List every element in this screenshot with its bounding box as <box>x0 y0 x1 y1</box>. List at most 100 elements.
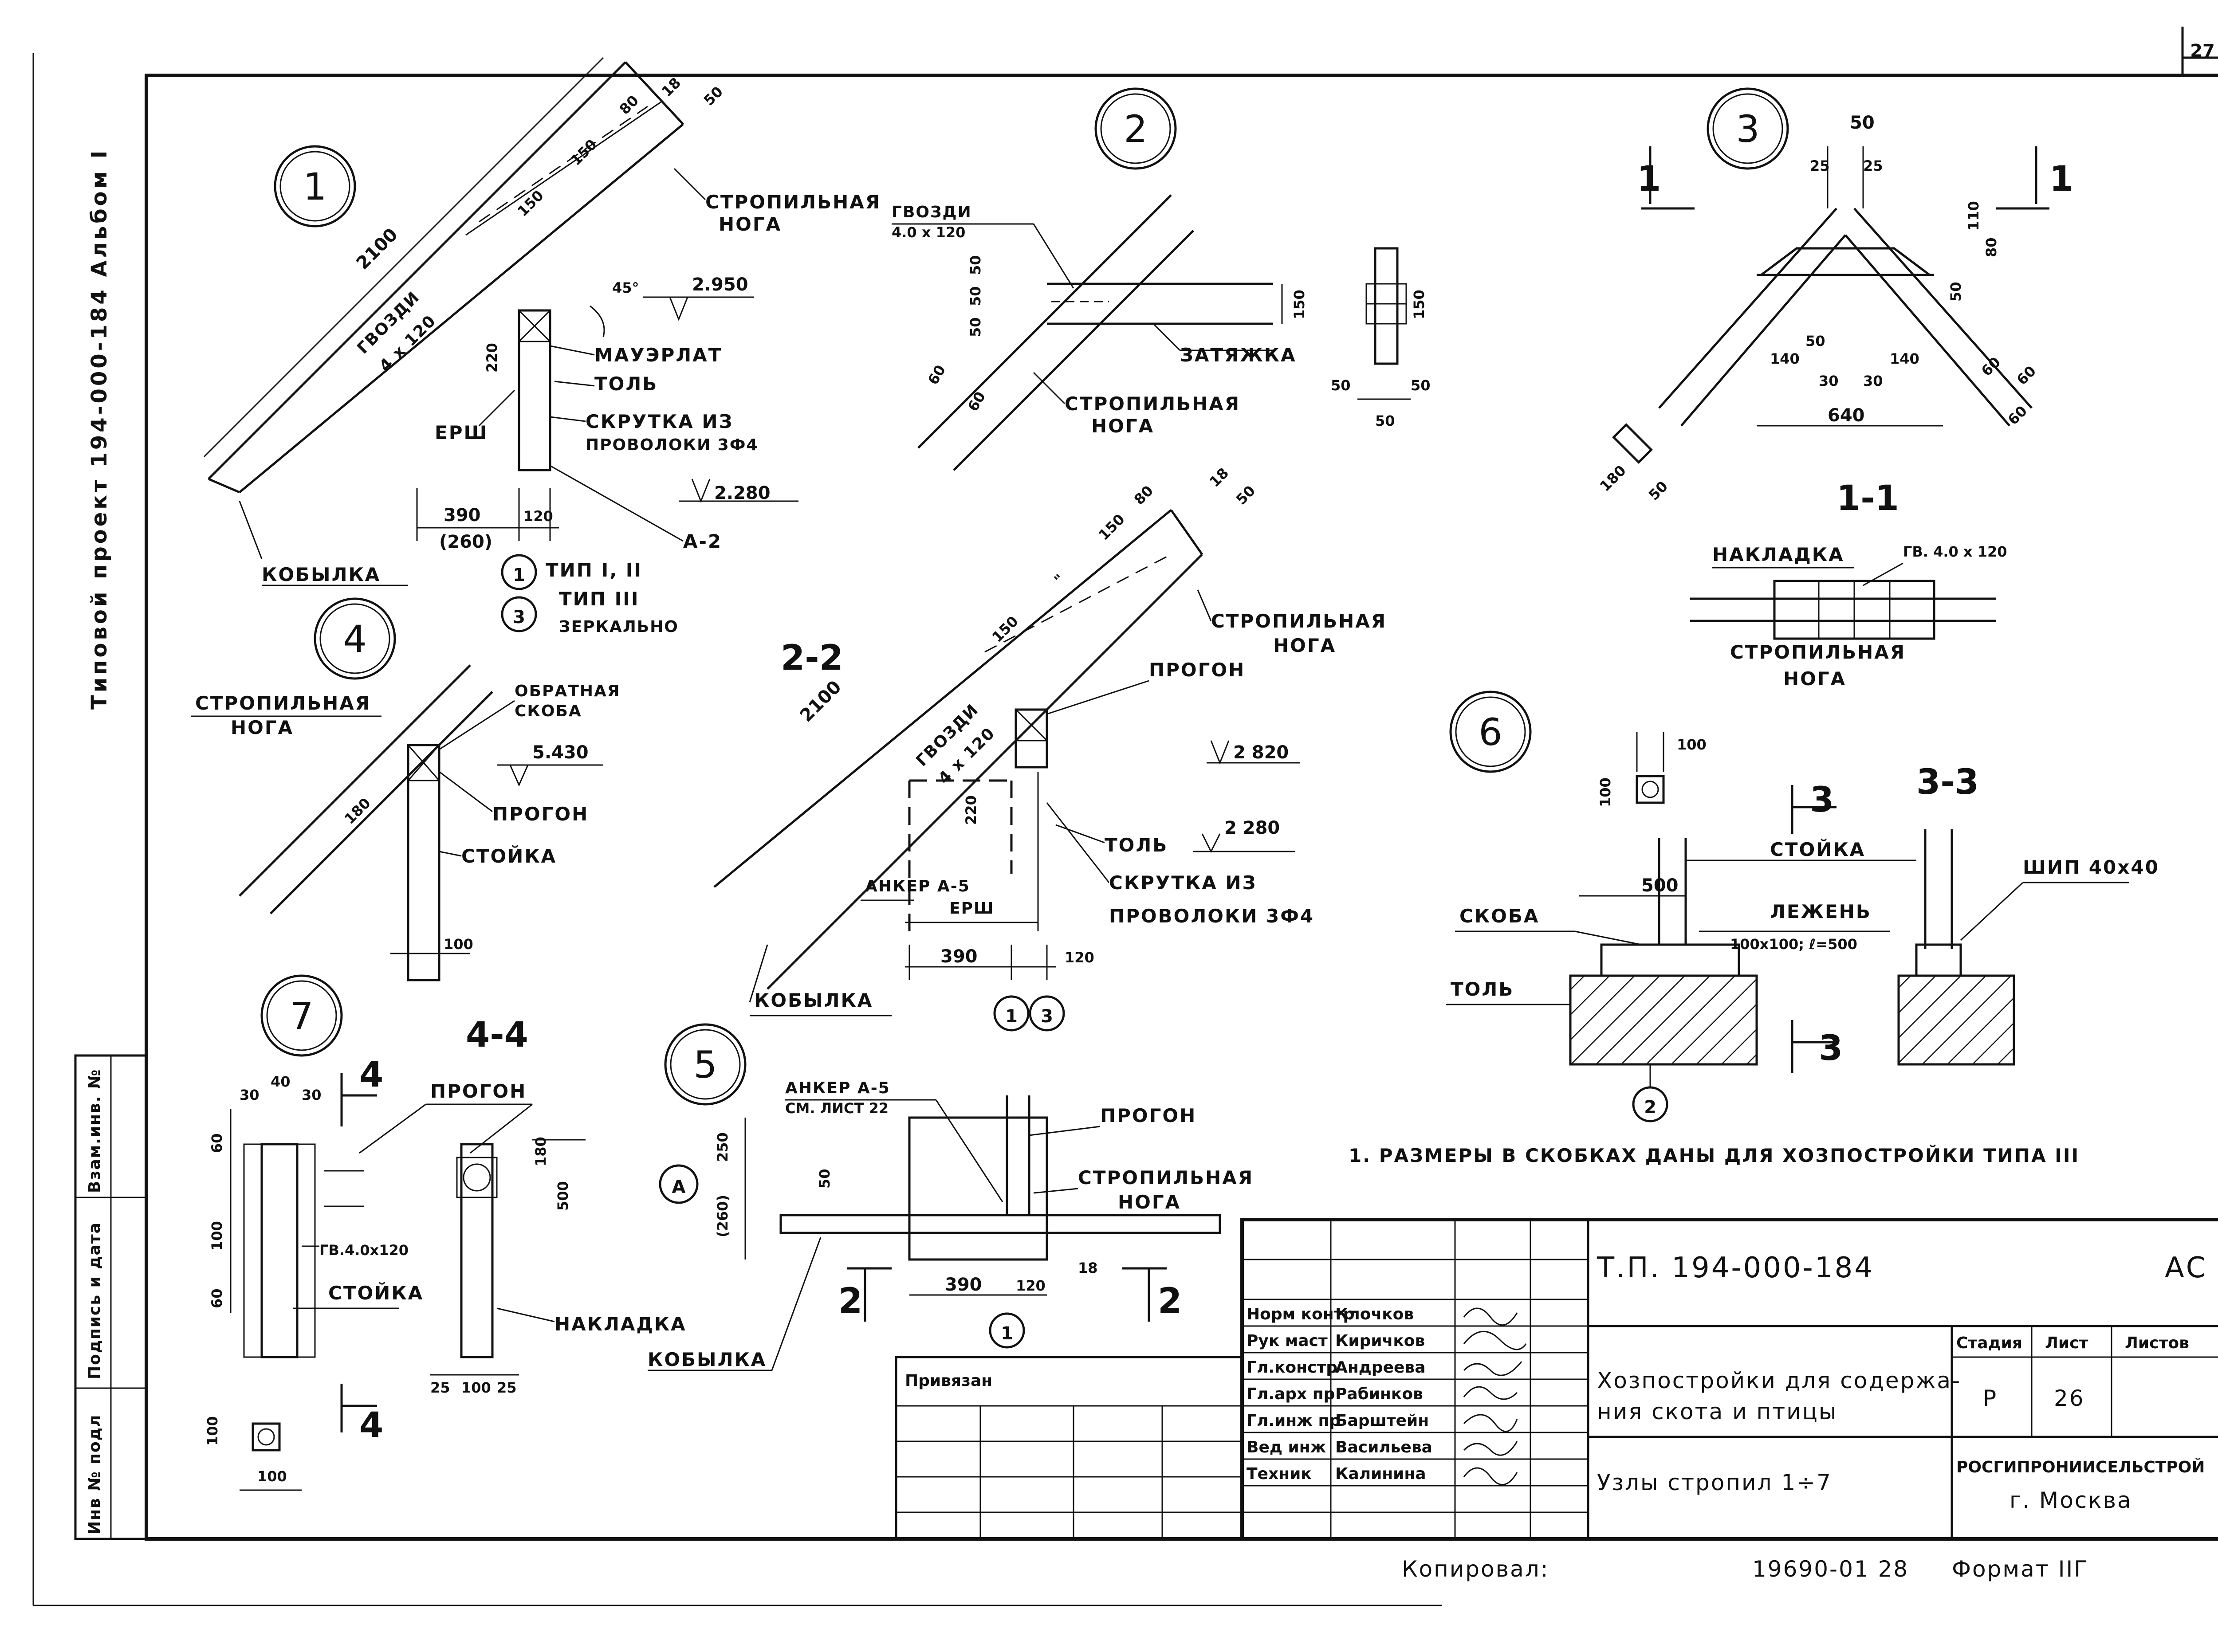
n5-ref-1: 1 <box>1001 1323 1013 1344</box>
n1-zerkalno: ЗЕРКАЛЬНО <box>559 618 679 636</box>
tb-project-l1: Хозпостройки для содержа- <box>1597 1368 1961 1393</box>
n6-tol: ТОЛЬ <box>1451 978 1514 1000</box>
tb-role-2: Гл.констр <box>1247 1358 1337 1377</box>
s22-dim-50: 50 <box>1233 482 1258 508</box>
node-4: 4 СТРОПИЛЬНАЯ НОГА ОБРАТНАЯ СКОБА 5.430 … <box>191 597 621 981</box>
tb-name-4: Барштейн <box>1335 1412 1429 1430</box>
n1-tol: ТОЛЬ <box>594 373 658 395</box>
s22-dim-80: 80 <box>1131 482 1156 508</box>
node-4-number: 4 <box>343 617 366 661</box>
s22-dim-150b: 150 <box>1095 511 1128 544</box>
s22-dim-390: 390 <box>940 946 978 967</box>
n3-dim-25a: 25 <box>1810 157 1830 174</box>
sec11-gv: ГВ. 4.0 x 120 <box>1903 543 2007 560</box>
tb-project-l2: ния скота и птицы <box>1597 1399 1837 1424</box>
n1-dim-220: 220 <box>484 343 500 373</box>
s22-dim-120: 120 <box>1065 949 1094 966</box>
n1-dim-150a: 150 <box>514 187 547 220</box>
n2-sec-50c: 50 <box>1375 412 1395 429</box>
n7-dim-25a: 25 <box>430 1379 450 1396</box>
n5-dim-260: (260) <box>714 1195 731 1237</box>
s22-skrutka: СКРУТКА ИЗ <box>1109 872 1257 894</box>
n1-dim-80: 80 <box>616 92 642 118</box>
n5-cut-2a: 2 <box>838 1281 862 1321</box>
tb-privyazan: Привязан <box>905 1372 992 1390</box>
s22-anker: АНКЕР А-5 <box>865 877 970 895</box>
stamp-inv: Инв № подл <box>86 1414 104 1534</box>
node-5-number: 5 <box>693 1043 717 1087</box>
n6-ref-2: 2 <box>1644 1097 1656 1118</box>
n7-dim-180: 180 <box>532 1137 549 1166</box>
tb-role-0: Норм контр <box>1247 1305 1354 1323</box>
node-1-number: 1 <box>303 165 326 208</box>
n7-dim-60a: 60 <box>208 1133 225 1153</box>
n2-dim-50c: 50 <box>967 317 984 337</box>
n7-cut-4b: 4 <box>359 1405 383 1445</box>
n4-stoyka: СТОЙКА <box>461 845 557 867</box>
n1-ref-1: 1 <box>513 565 525 585</box>
n1-skrutka: СКРУТКА ИЗ <box>586 411 733 432</box>
n1-dim-18: 18 <box>658 74 684 100</box>
tb-role-3: Гл.арх пр <box>1247 1385 1335 1403</box>
n1-dim-390: 390 <box>444 505 481 526</box>
n7-progon: ПРОГОН <box>430 1080 527 1102</box>
node-1: 1 2100 150 150 80 18 50 ГВОЗДИ 4 x 120 2… <box>203 57 880 636</box>
node-7: 7 4-4 4 4 30 40 30 60 100 60 ГВ.4.0x120 … <box>204 974 685 1491</box>
n1-dim-50: 50 <box>700 83 726 109</box>
n4-dim-100: 100 <box>444 936 473 953</box>
n1-noga: НОГА <box>719 213 782 235</box>
tb-org-l2: г. Москва <box>2010 1487 2132 1513</box>
n5-dim-50: 50 <box>816 1169 833 1189</box>
s22-tol: ТОЛЬ <box>1105 834 1168 856</box>
sec11-stropilnaya: СТРОПИЛЬНАЯ <box>1730 641 1906 663</box>
n6-dim-500: 500 <box>1641 875 1679 896</box>
stamp-vzam: Взам.инв. № <box>86 1069 104 1193</box>
s22-noga: НОГА <box>1273 635 1336 656</box>
node-6-number: 6 <box>1479 710 1502 754</box>
n1-kobylka: КОБЫЛКА <box>262 564 381 585</box>
n5-stropilnaya: СТРОПИЛЬНАЯ <box>1078 1167 1254 1189</box>
n3-dim-25b: 25 <box>1863 157 1883 174</box>
n6-ship: ШИП 40x40 <box>2023 856 2159 878</box>
node-3: 3 1 1 50 25 25 110 80 50 50 140 140 30 3… <box>1597 87 2073 504</box>
n4-stropilnaya: СТРОПИЛЬНАЯ <box>195 692 371 714</box>
n2-dim-60b: 60 <box>964 388 989 414</box>
n2-dim-50a: 50 <box>967 255 984 275</box>
n2-sec-50a: 50 <box>1331 377 1351 394</box>
n7-gv: ГВ.4.0x120 <box>319 1242 409 1259</box>
n5-anker-sm: СМ. ЛИСТ 22 <box>785 1100 889 1117</box>
node-2-number: 2 <box>1124 107 1147 151</box>
n6-dim-100a: 100 <box>1677 736 1707 753</box>
n4-obratnaya: ОБРАТНАЯ <box>515 682 621 700</box>
n4-skoba: СКОБА <box>515 702 582 720</box>
n7-stoyka: СТОЙКА <box>328 1282 424 1304</box>
n5-noga: НОГА <box>1118 1191 1181 1213</box>
n1-dim-45: 45° <box>612 279 639 296</box>
n3-dim-140b: 140 <box>1890 350 1919 367</box>
sec-2-2-title: 2-2 <box>781 638 843 678</box>
sec11-noga: НОГА <box>1783 668 1846 690</box>
n5-dim-q: 18 <box>1078 1260 1098 1276</box>
n6-cut-3b: 3 <box>1819 1028 1843 1068</box>
node-7-number: 7 <box>290 994 313 1038</box>
n7-dim-100d: 100 <box>257 1468 287 1485</box>
n7-dim-500: 500 <box>554 1181 571 1211</box>
n1-ref-3: 3 <box>513 607 525 628</box>
node-2: 2 ГВОЗДИ 4.0 x 120 50 50 50 150 ЗАТЯЖКА … <box>892 87 1431 471</box>
n2-dim-60a: 60 <box>924 362 949 388</box>
n1-tip12: ТИП I, II <box>546 559 642 581</box>
node-3-number: 3 <box>1736 107 1759 151</box>
n6-lezhen: ЛЕЖЕНЬ <box>1770 901 1872 922</box>
title-block: Т.П. 194-000-184 АС Хозпостройки для сод… <box>1240 1218 2218 1541</box>
n7-dim-25b: 25 <box>497 1379 517 1396</box>
n1-level-2950: 2.950 <box>692 275 748 295</box>
n1-dim-260: (260) <box>439 532 492 552</box>
n4-progon: ПРОГОН <box>492 803 589 825</box>
tb-org-l1: РОСГИПРОНИИСЕЛЬСТРОЙ <box>1956 1458 2205 1476</box>
n1-level-2280: 2.280 <box>714 483 771 503</box>
n7-dim-100c: 100 <box>204 1416 221 1446</box>
n4-dim-180: 180 <box>341 795 374 828</box>
tb-stage-h: Стадия <box>1956 1334 2022 1352</box>
n1-dim-120: 120 <box>523 508 553 525</box>
n5-dim-250: 250 <box>714 1132 731 1162</box>
